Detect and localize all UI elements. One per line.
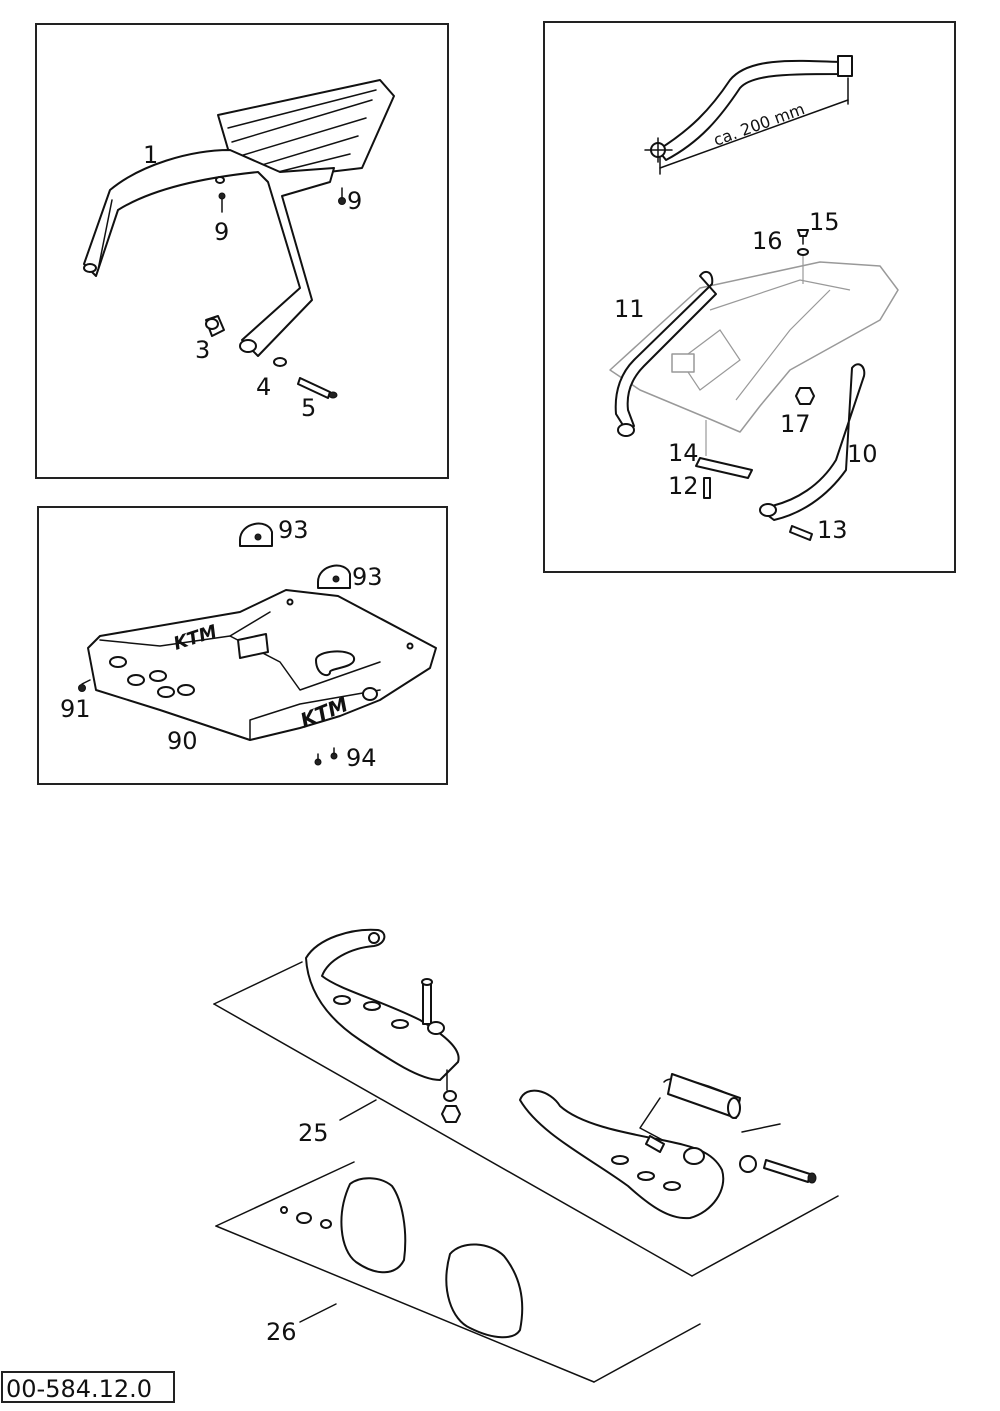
rubber-block-93-top (239, 522, 273, 547)
label-1: 1 (143, 141, 158, 169)
rack-carrier (83, 79, 395, 357)
label-93-bottom: 93 (352, 563, 383, 591)
grab-handle-panel: ca. 200 mm (543, 21, 956, 573)
label-25: 25 (298, 1119, 329, 1147)
skid-plate-90: KTM KTM (87, 589, 437, 741)
label-16: 16 (752, 227, 783, 255)
bolt-5 (297, 377, 338, 399)
label-9-right: 9 (347, 187, 362, 215)
label-91: 91 (60, 695, 91, 723)
label-26: 26 (266, 1318, 297, 1346)
label-14: 14 (668, 439, 699, 467)
handle-dimension-detail: ca. 200 mm (644, 55, 853, 175)
screws-94 (314, 747, 338, 766)
washer-16 (797, 248, 809, 256)
grab-handle-11 (614, 270, 717, 437)
handguard-group-25: 25 (213, 928, 839, 1277)
skid-plate-panel: KTM KTM 93 93 91 90 94 (37, 506, 448, 785)
screw-91 (78, 679, 91, 692)
screw-9-right (338, 187, 346, 205)
label-13: 13 (817, 516, 848, 544)
label-10: 10 (847, 440, 878, 468)
reference-number: 00-584.12.0 (6, 1375, 152, 1403)
nut-17 (795, 387, 815, 405)
label-90: 90 (167, 727, 198, 755)
label-9-left: 9 (214, 218, 229, 246)
spacer-3 (205, 315, 225, 337)
label-5: 5 (301, 394, 316, 422)
label-15: 15 (809, 208, 840, 236)
bolt-13 (789, 525, 813, 541)
spoiler-kit-26: 26 (215, 1161, 701, 1383)
luggage-rack-panel: 1 9 9 3 4 5 (35, 23, 449, 479)
screw-9-left (218, 192, 226, 213)
label-12: 12 (668, 472, 699, 500)
washer-4 (273, 357, 287, 367)
bolt-12 (703, 477, 711, 499)
label-11: 11 (614, 295, 645, 323)
plate-14 (695, 457, 753, 479)
reference-number-box: 00-584.12.0 (1, 1371, 175, 1403)
grab-handle-10 (759, 363, 866, 521)
label-3: 3 (195, 336, 210, 364)
seat-outline (609, 261, 899, 433)
rubber-block-93-bottom (317, 564, 351, 589)
label-17: 17 (780, 410, 811, 438)
bolt-15 (797, 229, 809, 245)
label-4: 4 (256, 373, 271, 401)
label-94: 94 (346, 744, 377, 772)
label-93-top: 93 (278, 516, 309, 544)
